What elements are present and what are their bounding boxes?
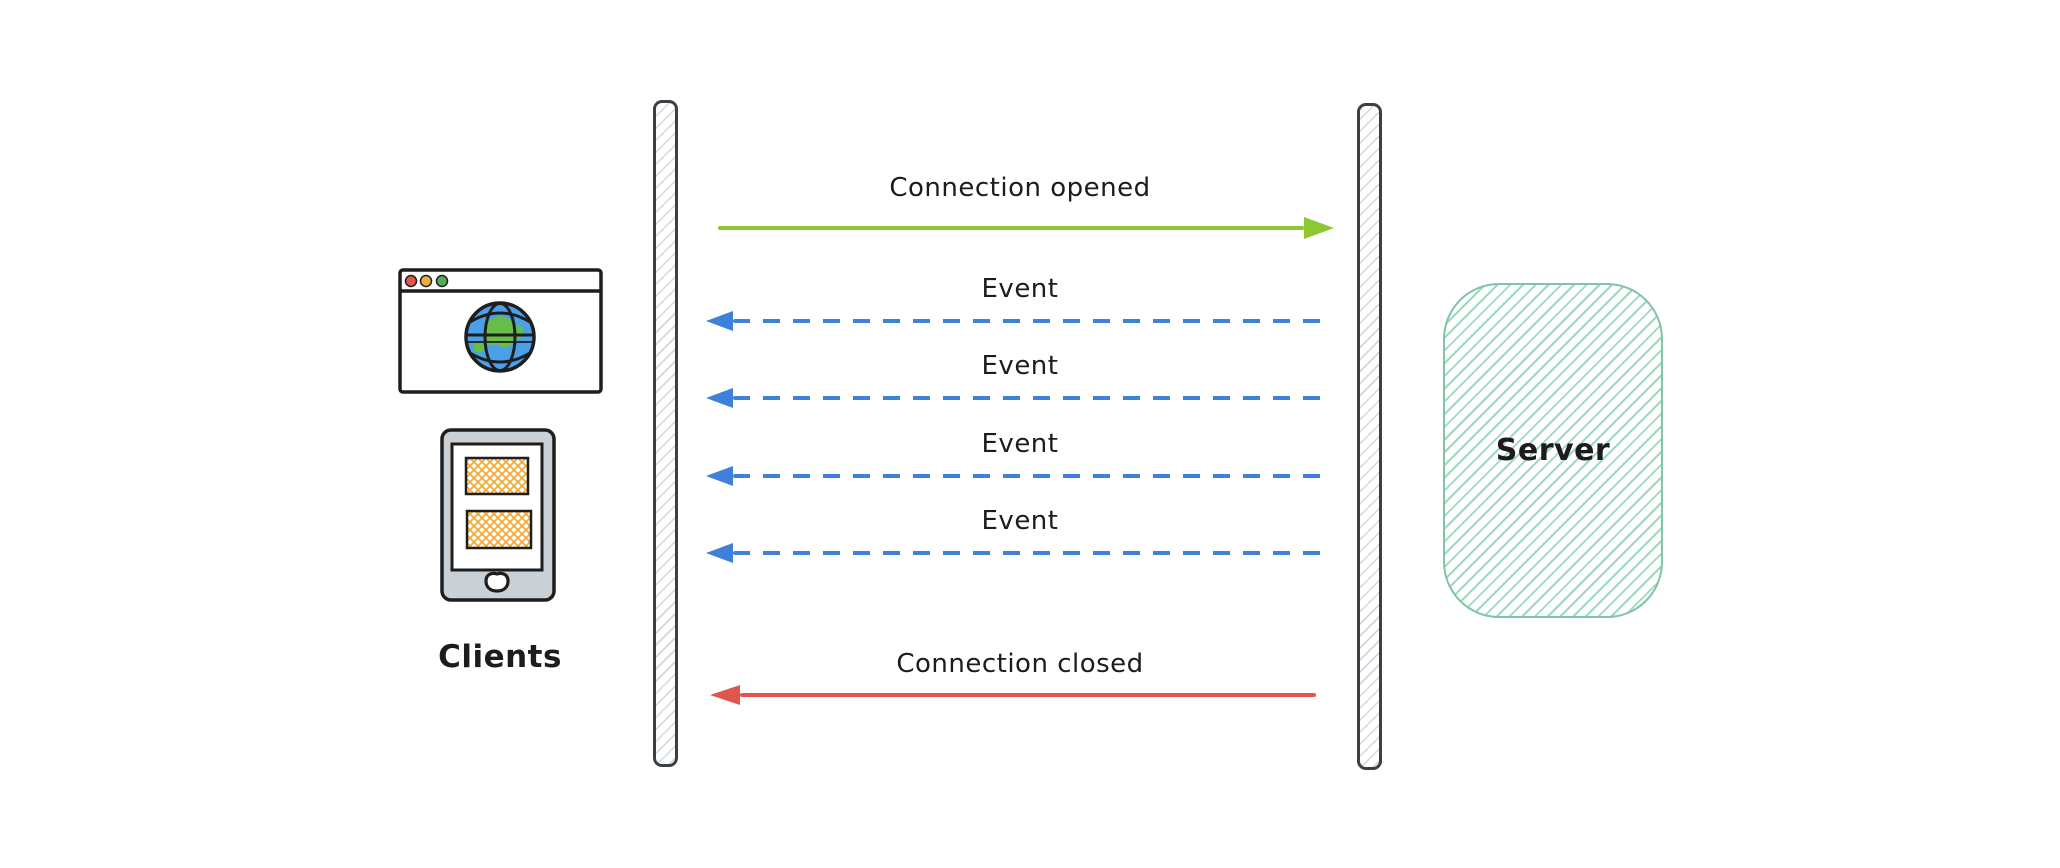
event-arrow-1: [706, 309, 1332, 333]
arrowhead-left-icon: [706, 388, 733, 408]
browser-window-icon: [398, 268, 603, 394]
server-boundary-bar: [1357, 103, 1382, 770]
arrow-shaft: [718, 226, 1304, 230]
arrow-shaft: [740, 693, 1316, 697]
event-label-1: Event: [981, 274, 1059, 304]
arrowhead-right-icon: [1304, 217, 1334, 239]
event-label-2: Event: [981, 351, 1059, 381]
connection-opened-label: Connection opened: [889, 173, 1151, 203]
mobile-phone-icon: [440, 428, 556, 602]
arrow-shaft: [733, 396, 1332, 400]
event-label-4: Event: [981, 506, 1059, 536]
arrow-shaft: [733, 319, 1332, 323]
globe-icon: [464, 301, 536, 373]
connection-closed-label: Connection closed: [896, 649, 1144, 679]
client-boundary-bar: [653, 100, 678, 767]
clients-label: Clients: [438, 639, 562, 675]
phone-screen-block: [465, 509, 533, 550]
server-node: Server: [1443, 283, 1663, 618]
arrow-shaft: [733, 551, 1332, 555]
connection-closed-arrow: [710, 683, 1316, 707]
connection-opened-arrow: [718, 216, 1334, 240]
arrow-shaft: [733, 474, 1332, 478]
arrowhead-left-icon: [706, 466, 733, 486]
phone-screen-block: [464, 456, 530, 496]
event-label-3: Event: [981, 429, 1059, 459]
arrowhead-left-icon: [706, 543, 733, 563]
phone-home-button: [484, 571, 510, 593]
arrowhead-left-icon: [710, 685, 740, 705]
event-arrow-2: [706, 386, 1332, 410]
window-control-dots: [404, 274, 449, 288]
server-label: Server: [1495, 433, 1611, 468]
event-arrow-4: [706, 541, 1332, 565]
event-arrow-3: [706, 464, 1332, 488]
arrowhead-left-icon: [706, 311, 733, 331]
